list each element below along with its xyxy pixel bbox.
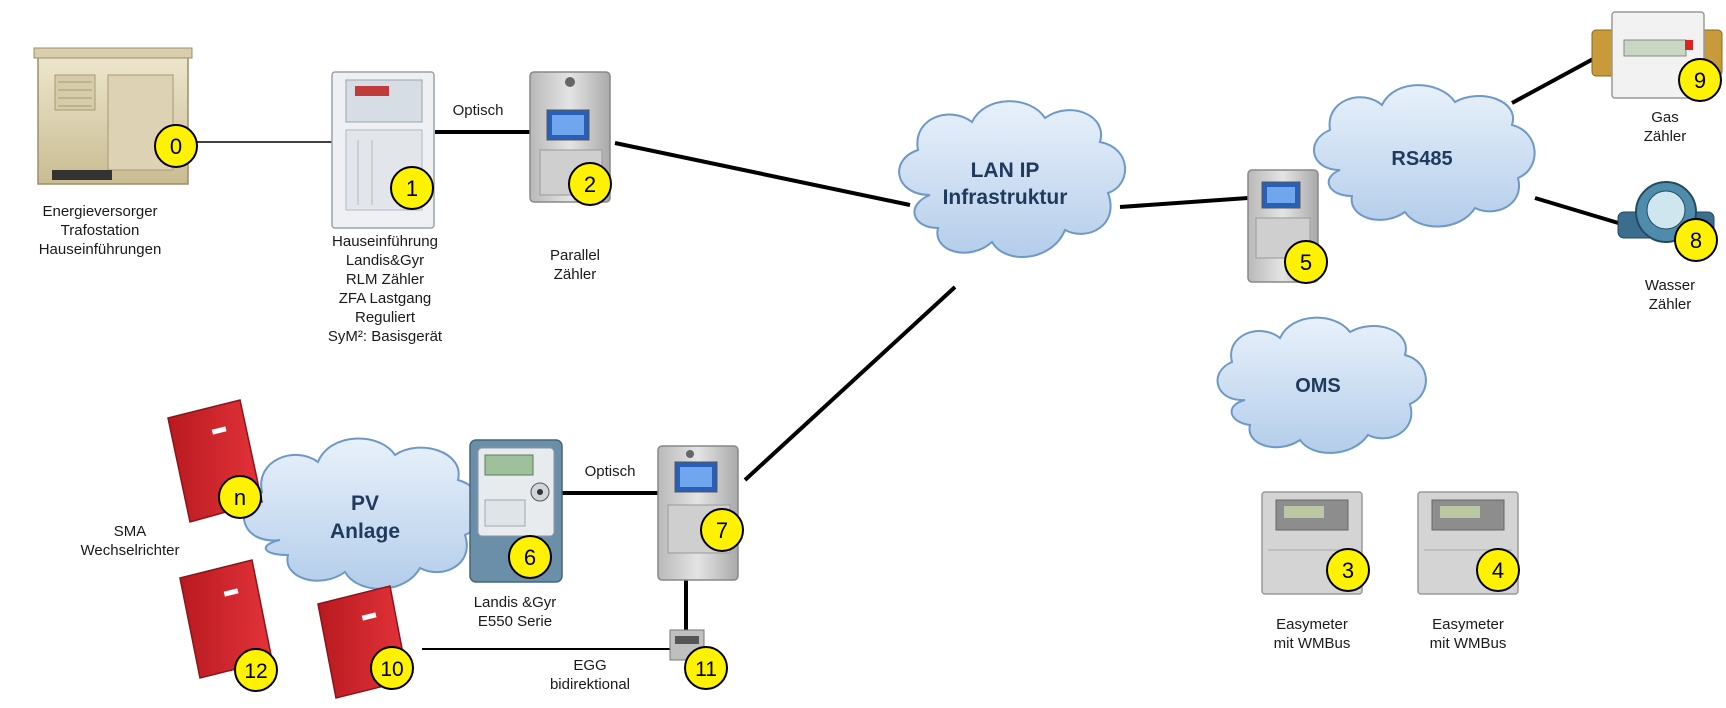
svg-text:0: 0 [170,134,182,159]
svg-text:3: 3 [1342,558,1354,583]
badge-8: 8 [1674,218,1718,262]
badge-n: n [218,475,262,519]
badge-11: 11 [684,646,728,690]
label-energieversorger: Energieversorger Trafostation Hauseinfüh… [38,203,162,258]
label-easymeter-3: Easymeter mit WMBus [1273,616,1351,652]
label-sma-wechselrichter: SMA Wechselrichter [80,523,180,559]
badge-7: 7 [700,508,744,552]
cloud-pv-line2: Anlage [330,520,400,543]
cloud-lan-ip [898,100,1126,258]
badge-6: 6 [508,535,552,579]
svg-text:9: 9 [1694,68,1706,93]
connections [190,56,1626,650]
link-rs485-gas [1511,56,1596,105]
badge-3: 3 [1326,548,1370,592]
svg-text:5: 5 [1300,250,1312,275]
svg-text:8: 8 [1690,228,1702,253]
cloud-oms-label: OMS [1295,375,1341,397]
link-label-optisch-bottom: Optisch [585,463,636,480]
badge-1: 1 [390,166,434,210]
badge-0: 0 [154,124,198,168]
svg-text:2: 2 [584,172,596,197]
svg-text:10: 10 [380,658,403,681]
label-hauseinfuehrung: Hauseinführung Landis&Gyr RLM Zähler ZFA… [327,233,443,345]
cloud-lan-line1: LAN IP [971,159,1040,182]
badge-5: 5 [1284,240,1328,284]
device-easymeter-4 [1417,491,1519,595]
svg-text:1: 1 [406,176,418,201]
badge-4: 4 [1476,548,1520,592]
cloud-oms [1216,316,1427,454]
cloud-rs485 [1313,84,1536,228]
label-landis-gyr-e550: Landis &Gyr E550 Serie [473,594,557,630]
device-parallel-zaehler [529,71,611,203]
svg-text:7: 7 [716,518,728,543]
label-gas-zaehler: Gas Zähler [1643,109,1687,145]
badge-9: 9 [1678,58,1722,102]
svg-text:4: 4 [1492,558,1504,583]
label-egg-bidirektional: EGG bidirektional [549,657,631,693]
svg-text:6: 6 [524,545,536,570]
label-easymeter-4: Easymeter mit WMBus [1429,616,1507,652]
cloud-lan-line2: Infrastruktur [943,186,1068,209]
link-rs485-wasser [1534,196,1626,227]
badge-12: 12 [234,648,278,692]
svg-text:12: 12 [244,660,267,683]
link-lan-node7 [743,285,957,482]
svg-text:n: n [234,485,246,510]
badge-10: 10 [370,646,414,690]
link-lan-node5 [1119,196,1249,209]
link-label-optisch-top: Optisch [453,102,504,119]
cloud-pv-line1: PV [351,492,379,515]
cloud-rs485-label: RS485 [1391,148,1452,170]
label-parallel-zaehler: Parallel Zähler [549,247,601,283]
svg-text:11: 11 [695,658,717,681]
badge-2: 2 [568,162,612,206]
link-parallel-lan [614,141,911,207]
label-wasser-zaehler: Wasser Zähler [1644,277,1696,313]
